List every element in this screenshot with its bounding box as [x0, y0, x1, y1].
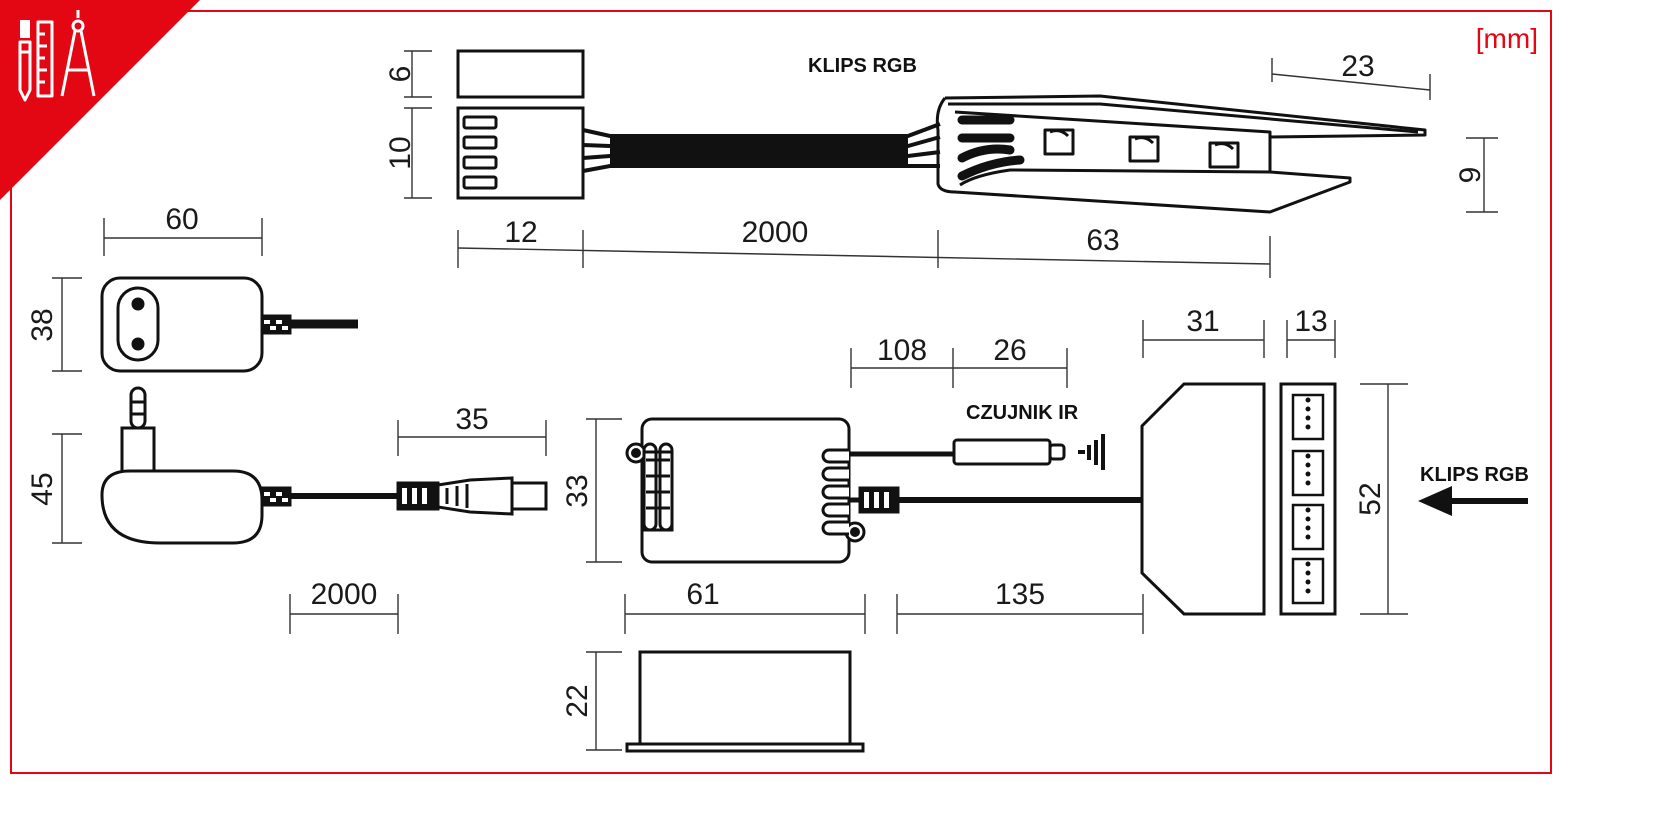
dim-hub-width-13: 13 [1294, 305, 1327, 338]
clip-connector-body [456, 106, 585, 200]
drafting-tools-icon [0, 0, 200, 200]
power-plug-front [100, 276, 358, 373]
dim-clip-cap-height: 6 [384, 66, 417, 83]
dim-dc-plug-35: 35 [455, 403, 488, 436]
arrow-left-icon [1418, 486, 1528, 516]
dim-plug-height-38: 38 [26, 308, 59, 341]
dim-hub-cable-135: 135 [995, 578, 1045, 611]
dim-plug-height-45: 45 [26, 472, 59, 505]
controller-hub-cable [849, 486, 1142, 514]
dimension-lines-left [52, 218, 547, 634]
dim-controller-depth-22: 22 [561, 684, 594, 717]
unit-label: [mm] [1476, 23, 1538, 54]
klips-rgb-right-label: KLIPS RGB [1420, 464, 1529, 486]
controller-box-top [625, 417, 866, 564]
dim-cable-2000-bottom: 2000 [311, 578, 378, 611]
dim-controller-width-61: 61 [686, 578, 719, 611]
frame-border [10, 10, 1552, 774]
dim-clip-body-height: 10 [384, 136, 417, 169]
controller-box-side [625, 650, 865, 753]
dim-hub-height-52: 52 [1354, 482, 1387, 515]
dim-ir-108: 108 [877, 334, 927, 367]
clip-connector-cap [456, 49, 585, 99]
czujnik-ir-label: CZUJNIK IR [966, 402, 1079, 424]
dim-clip-length-12: 12 [504, 216, 537, 249]
dim-clip-width-23: 23 [1341, 50, 1374, 83]
dim-ir-26: 26 [993, 334, 1026, 367]
hub-port-pins [1305, 397, 1311, 594]
dimension-lines-top [404, 50, 1498, 278]
led-strip-clip [935, 94, 1427, 214]
ir-sensor [849, 434, 1105, 470]
dim-clip-height-9: 9 [1454, 167, 1487, 184]
power-plug-side [100, 386, 398, 545]
klips-rgb-top-label: KLIPS RGB [808, 55, 917, 77]
dc-jack-plug [396, 476, 548, 516]
dim-cable-2000-top: 2000 [742, 216, 809, 249]
clip-wire-ends [957, 115, 1025, 181]
dim-plug-width-60: 60 [165, 203, 198, 236]
dimension-lines-center [586, 320, 1408, 751]
dim-controller-height-33: 33 [561, 474, 594, 507]
rgb-ribbon-cable [582, 122, 941, 173]
dim-hub-width-31: 31 [1186, 305, 1219, 338]
dim-clip-length-63: 63 [1086, 224, 1119, 257]
